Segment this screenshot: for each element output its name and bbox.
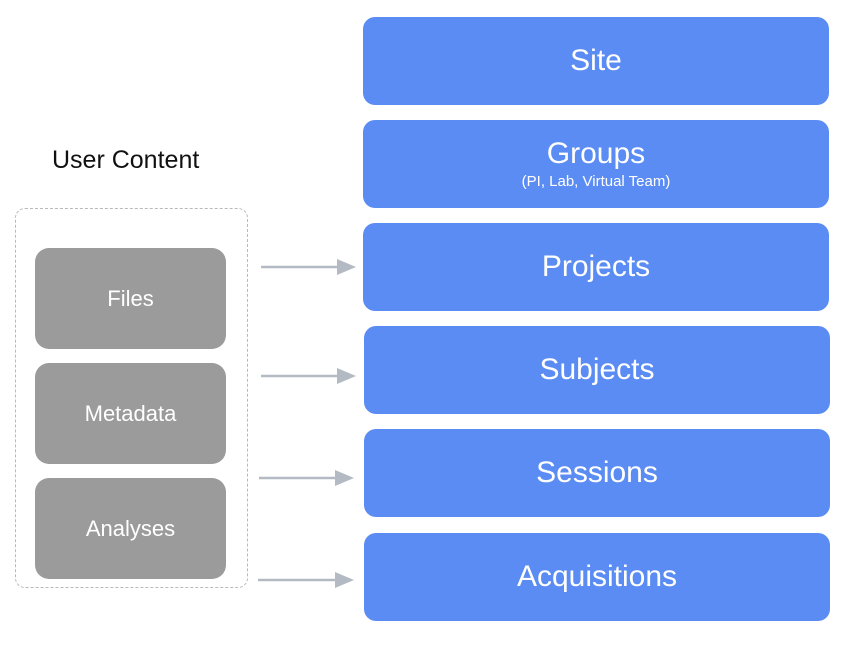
subjects-box: Subjects	[364, 326, 830, 414]
files-label: Files	[107, 285, 154, 311]
metadata-box: Metadata	[35, 363, 226, 464]
arrow-to-subjects	[261, 368, 356, 384]
metadata-label: Metadata	[84, 400, 177, 426]
groups-box: Groups (PI, Lab, Virtual Team)	[363, 120, 829, 208]
arrow-to-sessions	[259, 470, 354, 486]
site-label: Site	[570, 44, 622, 77]
subjects-label: Subjects	[539, 353, 655, 386]
groups-label: Groups	[546, 137, 646, 170]
user-content-title: User Content	[52, 146, 200, 174]
site-box: Site	[363, 17, 829, 105]
arrow-to-acquisitions	[258, 572, 354, 588]
sessions-label: Sessions	[536, 456, 658, 489]
analyses-box: Analyses	[35, 478, 226, 579]
projects-label: Projects	[541, 250, 651, 283]
acquisitions-label: Acquisitions	[516, 560, 678, 593]
user-content-container	[15, 208, 248, 588]
arrow-to-projects	[261, 259, 356, 275]
files-box: Files	[35, 248, 226, 349]
analyses-label: Analyses	[85, 515, 176, 541]
acquisitions-box: Acquisitions	[364, 533, 830, 621]
groups-sublabel: (PI, Lab, Virtual Team)	[521, 173, 671, 190]
projects-box: Projects	[363, 223, 829, 311]
sessions-box: Sessions	[364, 429, 830, 517]
